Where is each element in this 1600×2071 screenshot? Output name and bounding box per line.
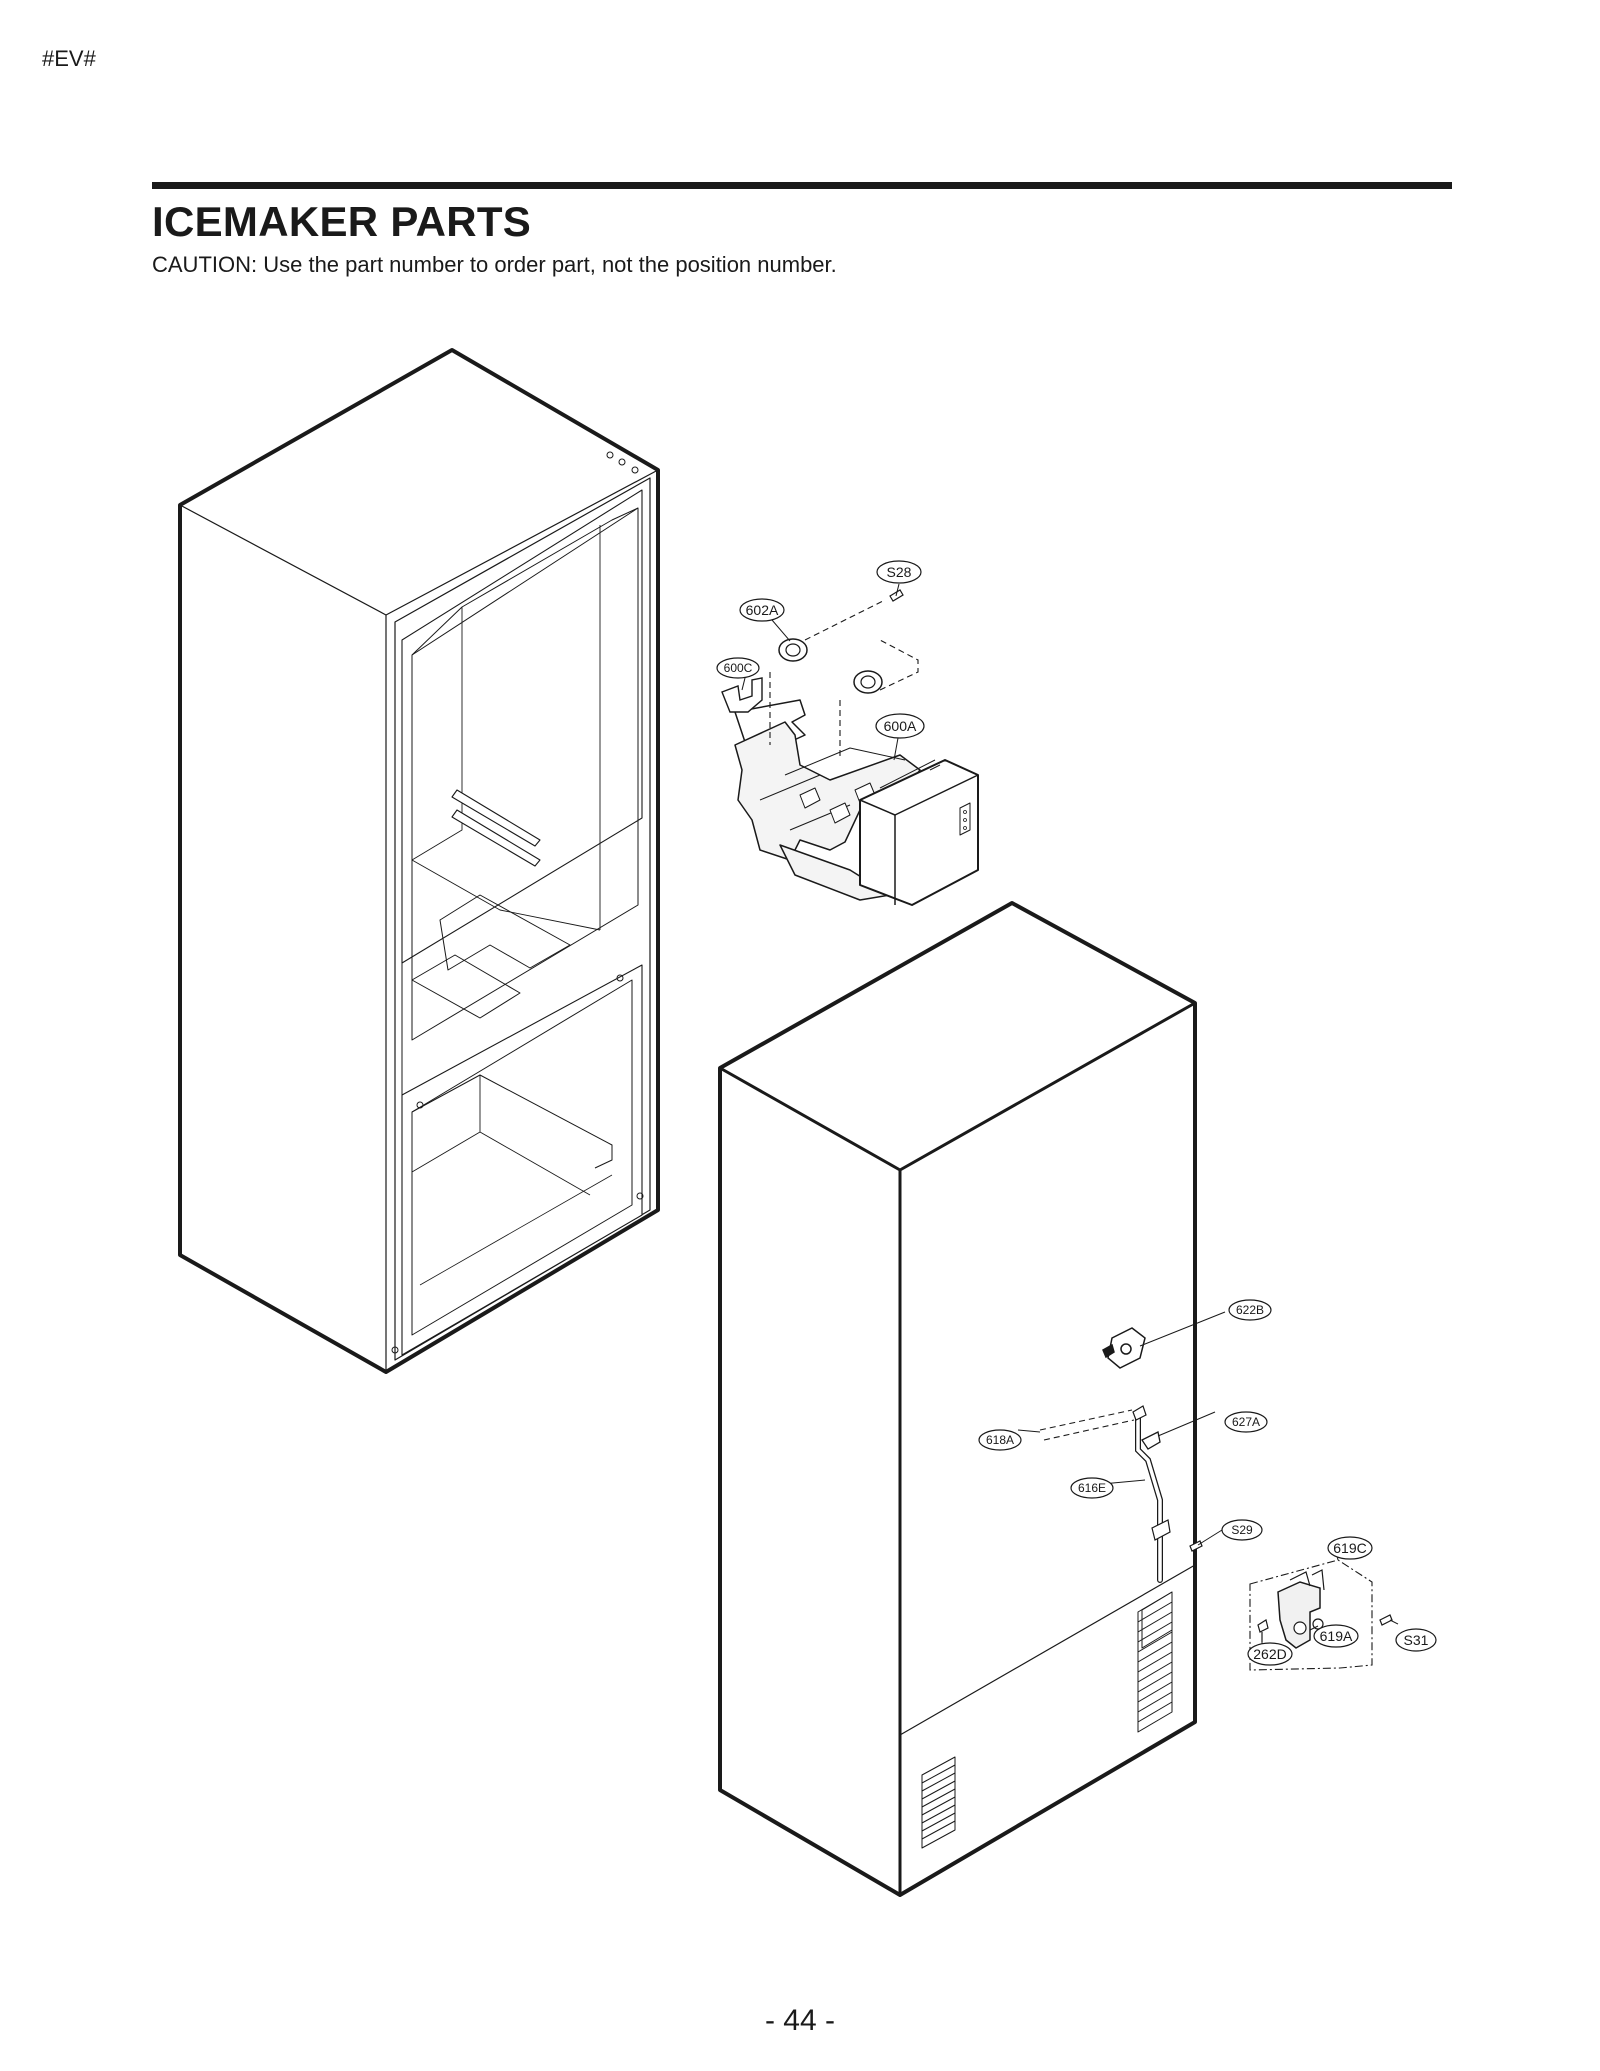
screw-s31: [1379, 1614, 1393, 1626]
callout-616e: 616E: [1070, 1477, 1114, 1499]
callout-619c: 619C: [1327, 1536, 1373, 1560]
grommet-602a: [778, 638, 883, 694]
page-title: ICEMAKER PARTS: [152, 198, 532, 245]
upper-cabinet: [178, 348, 660, 1374]
svg-text:627A: 627A: [1232, 1415, 1260, 1429]
lower-cabinet: [718, 901, 1197, 1897]
callout-627a: 627A: [1224, 1411, 1268, 1433]
callout-600c: 600C: [716, 657, 760, 679]
clamp-627a: [1141, 1431, 1161, 1450]
svg-text:600C: 600C: [724, 661, 753, 675]
bracket-600c: [721, 677, 763, 713]
icemaker-assembly: [734, 699, 979, 906]
svg-text:619C: 619C: [1333, 1540, 1366, 1556]
callout-s28: S28: [876, 560, 922, 584]
title-rule: [152, 182, 1452, 189]
svg-text:600A: 600A: [884, 718, 917, 734]
callout-s29: S29: [1221, 1519, 1263, 1541]
page-number: - 44 -: [764, 2004, 836, 2037]
callout-618a: 618A: [978, 1429, 1022, 1451]
svg-text:616E: 616E: [1078, 1481, 1106, 1495]
water-tube-616e: [1132, 1405, 1171, 1583]
callout-s31: S31: [1395, 1628, 1437, 1652]
callout-619a: 619A: [1313, 1624, 1359, 1648]
svg-text:619A: 619A: [1320, 1628, 1353, 1644]
callout-622b: 622B: [1228, 1299, 1272, 1321]
screw-s29: [1189, 1540, 1203, 1552]
callout-262d: 262D: [1247, 1642, 1293, 1666]
svg-text:262D: 262D: [1253, 1646, 1286, 1662]
bracket-622b: [1102, 1327, 1146, 1369]
callout-602a: 602A: [739, 598, 785, 622]
svg-text:622B: 622B: [1236, 1303, 1264, 1317]
svg-text:S28: S28: [887, 564, 912, 580]
svg-text:S29: S29: [1231, 1523, 1253, 1537]
callout-600a: 600A: [875, 713, 925, 739]
svg-text:602A: 602A: [746, 602, 779, 618]
svg-text:618A: 618A: [986, 1433, 1014, 1447]
svg-text:S31: S31: [1404, 1632, 1429, 1648]
page-marker: #EV#: [42, 46, 96, 71]
caution-note: CAUTION: Use the part number to order pa…: [152, 252, 837, 277]
